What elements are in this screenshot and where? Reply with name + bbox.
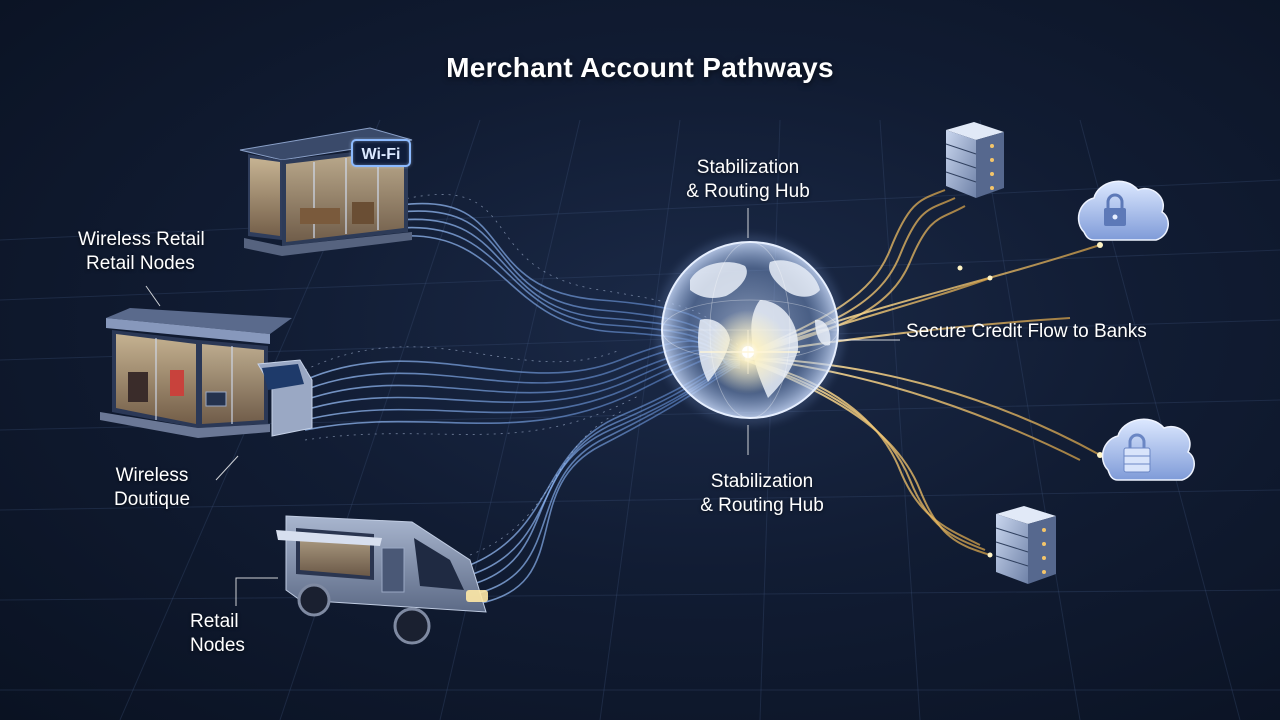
food-truck-icon <box>276 515 488 645</box>
cloud-lock-icon <box>1101 418 1195 481</box>
label-retail-nodes: Retail Nodes <box>190 611 245 656</box>
storefront-icon: Wi-Fi <box>239 127 413 256</box>
server-rack-icon <box>995 506 1056 584</box>
label-hub-top: Stabilization & Routing Hub <box>686 157 810 202</box>
label-wireless-retail: Wireless Retail Retail Nodes <box>78 229 205 274</box>
server-rack-icon <box>945 122 1056 584</box>
boutique-icon <box>100 308 313 438</box>
label-wireless-boutique: Wireless Doutique <box>113 465 191 510</box>
label-hub-bottom: Stabilization & Routing Hub <box>700 471 824 516</box>
globe-icon <box>655 235 845 425</box>
store-sign: Wi-Fi <box>362 146 401 163</box>
diagram-title: Merchant Account Pathways <box>446 52 834 83</box>
cloud-lock-icon <box>1077 180 1169 241</box>
label-secure-credit-flow: Secure Credit Flow to Banks <box>906 321 1147 342</box>
bank-stream-sparks <box>957 242 1103 558</box>
